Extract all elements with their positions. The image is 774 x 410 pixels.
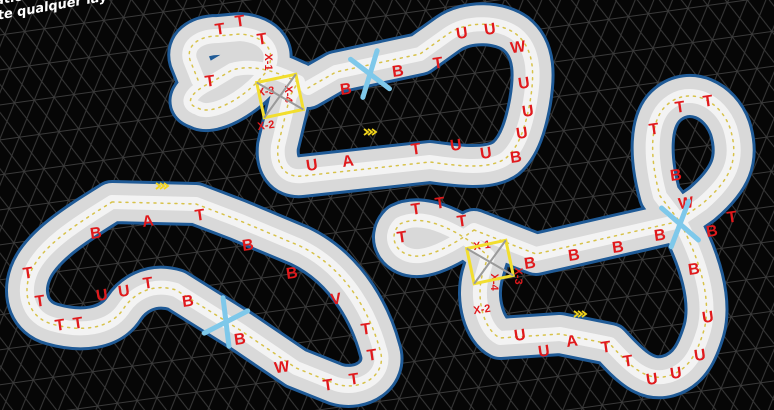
tile-label: U [513,326,527,344]
tile-label: U [645,370,659,388]
tile-label: B [233,330,247,348]
tile-label: X-1 [262,53,274,70]
tile-label: B [611,238,625,256]
tile-label: U [455,24,469,42]
tile-label: B [669,166,683,184]
tile-label: B [241,236,255,254]
tile-label: B [89,224,103,242]
tile-label: U [95,286,109,304]
tile-label: X-4 [488,273,500,291]
tile-label: U [537,342,551,360]
tile-label: U [479,144,493,162]
tile-label: U [483,20,497,38]
tile-label: U [515,124,529,142]
tile-label: U [305,156,319,174]
tile-label: U [693,346,707,364]
tile-label: B [339,80,353,98]
tile-label: B [687,260,701,278]
tile-label: U [517,74,531,92]
tile-label: B [391,62,405,80]
tile-label: U [701,308,715,326]
tile-label: U [669,364,683,382]
tile-label: B [181,292,195,310]
tile-label: B [285,264,299,282]
tile-label: X-2 [257,119,276,133]
tile-label: U [449,136,463,154]
tile-label: B [509,148,523,166]
tile-label: U [117,282,131,300]
tile-label: X-2 [473,303,492,317]
tile-label: B [705,222,719,240]
tile-label: B [653,226,667,244]
tile-label: U [521,102,535,120]
tile-label: B [567,246,581,264]
tile-label: B [523,254,537,272]
